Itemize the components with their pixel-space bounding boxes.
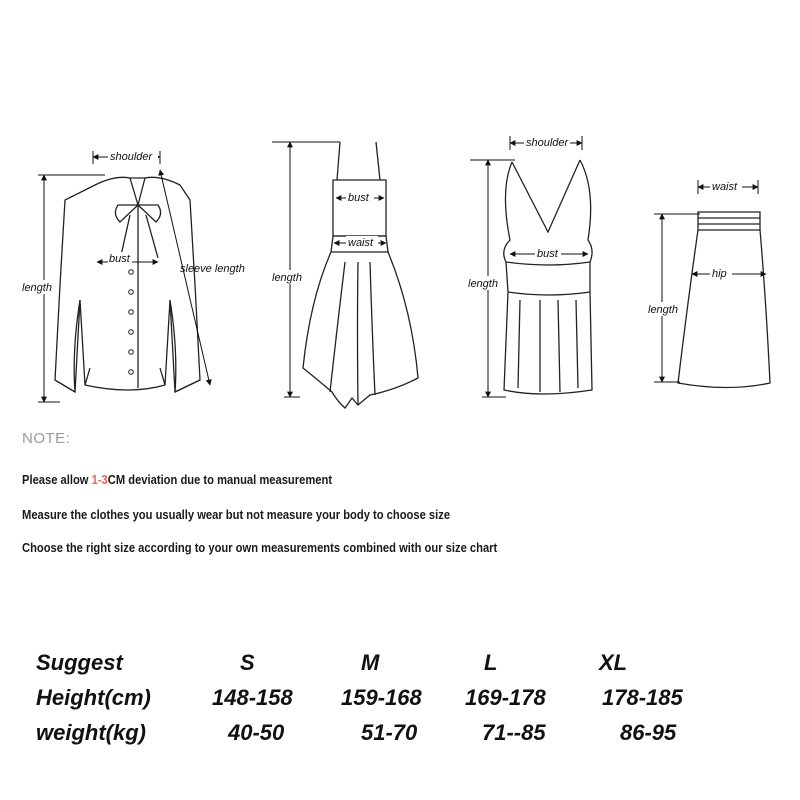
tank-bust-label: bust bbox=[537, 248, 559, 260]
blouse-shoulder-label: shoulder bbox=[110, 151, 154, 163]
height-m: 159-168 bbox=[341, 685, 422, 710]
skirt-drawing bbox=[677, 211, 771, 389]
skirt-measure-lines bbox=[654, 180, 767, 383]
dress-drawing bbox=[302, 141, 419, 409]
note-title: NOTE: bbox=[22, 430, 71, 447]
tank-shoulder-label: shoulder bbox=[526, 137, 570, 149]
size-table-row-height: Height(cm) 148-158 159-168 169-178 178-1… bbox=[0, 685, 800, 720]
note-line-measure: Measure the clothes you usually wear but… bbox=[22, 507, 451, 522]
header-label: Suggest bbox=[36, 650, 123, 675]
size-table-header-row: Suggest S M L XL bbox=[0, 650, 800, 685]
blouse-sleeve-length-label: sleeve length bbox=[180, 263, 245, 275]
garment-measurement-diagram: shoulder bust length sleeve length bust … bbox=[20, 136, 771, 409]
header-size-m: M bbox=[361, 650, 380, 675]
height-xl: 178-185 bbox=[602, 685, 683, 710]
dress-length-label: length bbox=[272, 272, 302, 284]
header-size-xl: XL bbox=[599, 650, 628, 675]
height-s: 148-158 bbox=[212, 685, 293, 710]
blouse-drawing bbox=[54, 176, 201, 394]
note-line-deviation: Please allow 1-3CM deviation due to manu… bbox=[22, 472, 332, 487]
header-size-s: S bbox=[240, 650, 255, 675]
tank-drawing bbox=[503, 159, 593, 395]
note-line-choose: Choose the right size according to your … bbox=[22, 540, 498, 555]
size-table: Suggest S M L XL Height(cm) 148-158 159-… bbox=[0, 650, 800, 755]
weight-l: 71--85 bbox=[482, 720, 546, 745]
note-line-deviation-after: CM deviation due to manual measurement bbox=[107, 472, 333, 487]
tank-length-label: length bbox=[468, 278, 498, 290]
weight-xl: 86-95 bbox=[620, 720, 677, 745]
skirt-hip-label: hip bbox=[712, 268, 727, 280]
dress-bust-label: bust bbox=[348, 192, 370, 204]
dress-waist-label: waist bbox=[348, 237, 374, 249]
blouse-buttons bbox=[128, 269, 134, 375]
weight-s: 40-50 bbox=[228, 720, 285, 745]
tank-measure-lines bbox=[470, 136, 589, 398]
skirt-length-label: length bbox=[648, 304, 678, 316]
weight-m: 51-70 bbox=[361, 720, 418, 745]
height-l: 169-178 bbox=[465, 685, 546, 710]
size-table-row-weight: weight(kg) 40-50 51-70 71--85 86-95 bbox=[0, 720, 800, 755]
row-label-weight: weight(kg) bbox=[36, 720, 146, 745]
blouse-length-label: length bbox=[22, 282, 52, 294]
blouse-measure-lines bbox=[38, 151, 212, 403]
note-line-deviation-highlight: 1-3 bbox=[91, 472, 108, 487]
skirt-waist-label: waist bbox=[712, 181, 738, 193]
note-line-deviation-before: Please allow bbox=[22, 472, 92, 487]
blouse-bust-label: bust bbox=[109, 253, 131, 265]
header-size-l: L bbox=[484, 650, 498, 675]
row-label-height: Height(cm) bbox=[36, 685, 151, 710]
